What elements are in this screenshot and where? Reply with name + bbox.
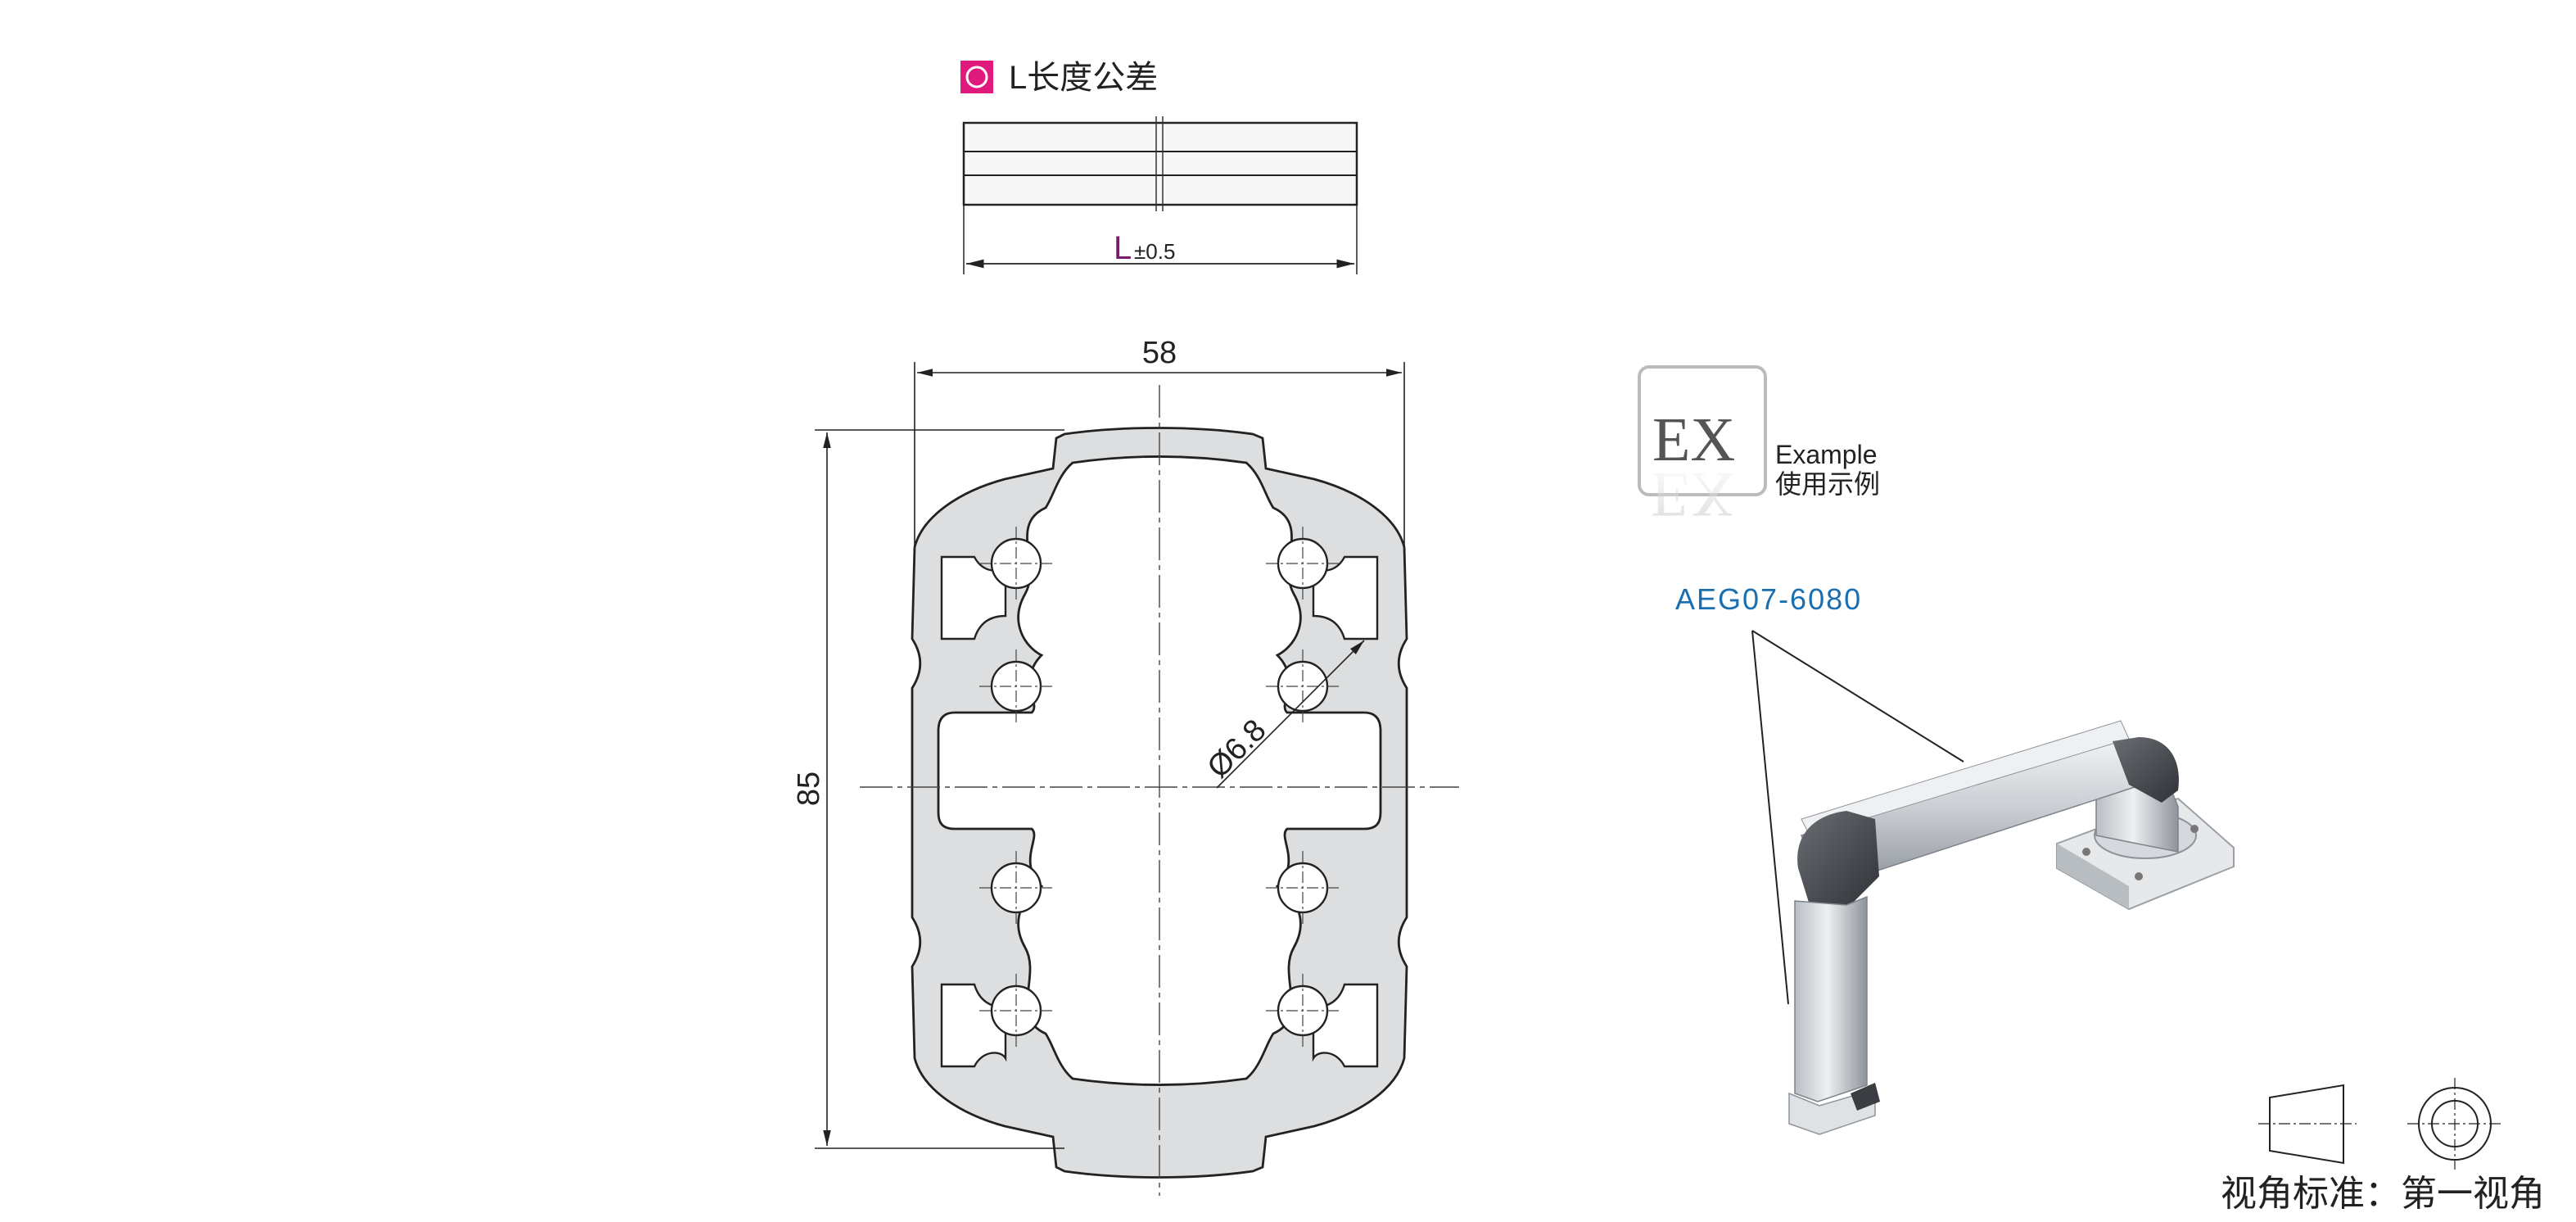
first-angle-projection-icon (2258, 1078, 2502, 1170)
extrusion-side-view (962, 116, 1358, 274)
example-section: EX EX Example 使用示例 AEG07-6080 (1638, 365, 2235, 1135)
svg-text:EX: EX (1651, 459, 1736, 531)
t-slot-pockets (940, 555, 1379, 1068)
example-badge-icon: EX (1638, 365, 1767, 531)
arm-assembly-illustration (1788, 720, 2235, 1135)
profile-cross-section: 58 85 Ø6.8 (792, 336, 1459, 1196)
hole-diameter-leader (1216, 640, 1365, 789)
length-dim-tolerance: ±0.5 (1134, 239, 1175, 264)
view-standard-label: 视角标准：第一视角 (2221, 1174, 2545, 1214)
example-label-en: Example (1775, 440, 1878, 469)
tolerance-title: L长度公差 (1009, 60, 1158, 96)
hole-diameter-label: Ø6.8 (1201, 713, 1273, 785)
pink-circle-icon (960, 61, 993, 93)
height-label: 85 (792, 772, 826, 806)
example-badge-text: EX (1652, 405, 1735, 474)
length-dim-letter: L (1114, 230, 1132, 266)
example-label-cn: 使用示例 (1775, 469, 1880, 499)
view-standard-section: 视角标准：第一视角 (2221, 1078, 2545, 1214)
hole-center-marks (979, 527, 1340, 1048)
part-number-label: AEG07-6080 (1675, 582, 1862, 616)
length-tolerance-section: L长度公差 L ±0.5 (960, 60, 1358, 274)
profile-center-lines (860, 385, 1459, 1196)
width-label: 58 (1142, 336, 1177, 370)
part-number-leaders (1751, 630, 1964, 1005)
width-dimension (914, 362, 1405, 547)
height-dimension (815, 429, 1064, 1149)
